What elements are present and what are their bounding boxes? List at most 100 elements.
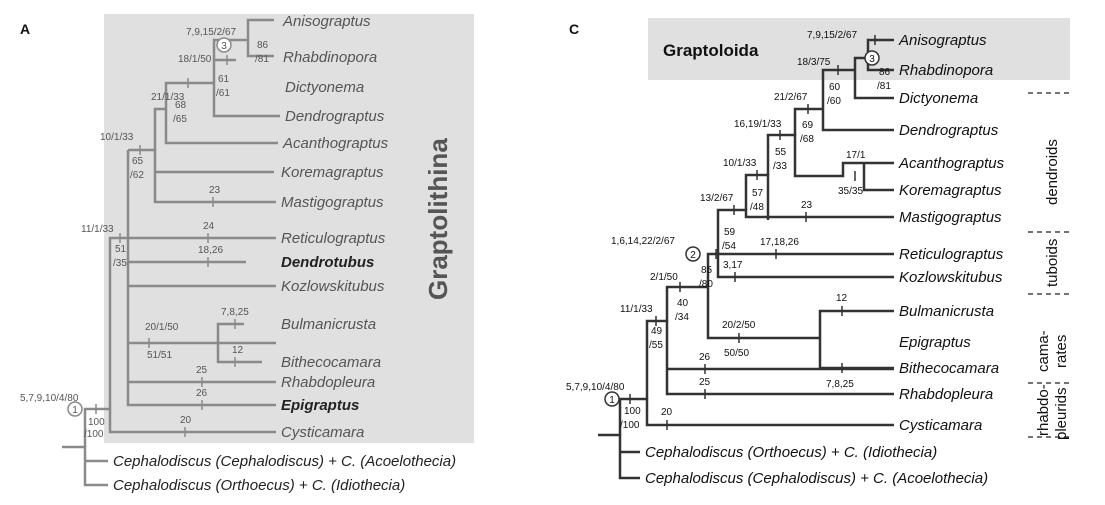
panel-c-node-3-number: 3	[869, 54, 875, 65]
taxon-label: Epigraptus	[281, 397, 359, 414]
taxon-label: Bulmanicrusta	[281, 316, 376, 333]
group-label-tuboids: tuboids	[1044, 239, 1061, 287]
support-label: 57	[752, 188, 764, 199]
panel-c-branches	[598, 38, 894, 480]
character-label: 23	[801, 200, 813, 211]
taxon-label: Mastigograptus	[281, 194, 384, 211]
taxon-label: Acanthograptus	[898, 155, 1005, 172]
panel-c-ticks	[629, 35, 876, 430]
character-label: 25	[699, 377, 711, 388]
panel-a-clade-label: Graptolithina	[423, 138, 453, 300]
panel-a-node-3-circle	[216, 37, 232, 53]
panel-a-support: 5,7,9,10/4/80 100 /100 11/1/33 51 /35 10…	[20, 27, 269, 440]
panel-c: C Graptoloida	[566, 18, 1072, 487]
taxon-label: Cephalodiscus (Orthoecus) + C. (Idiothec…	[645, 444, 937, 461]
panel-c-node-2-circle	[685, 246, 701, 262]
taxon-label: Reticulograptus	[281, 230, 386, 247]
support-label: 100	[88, 417, 105, 428]
taxon-label: Rhabdinopora	[283, 49, 377, 66]
support-label: /65	[173, 114, 187, 125]
character-label: 23	[209, 185, 221, 196]
group-label-camarates: cama-	[1035, 330, 1052, 372]
support-label: /68	[800, 134, 814, 145]
taxon-label: Dendrograptus	[899, 122, 999, 139]
support-label: 86	[879, 67, 891, 78]
taxon-label: Kozlowskitubus	[281, 278, 385, 295]
panel-c-node-2-number: 2	[690, 250, 696, 261]
support-label: 65	[132, 156, 144, 167]
support-label: /34	[675, 312, 689, 323]
taxon-label: Dendrograptus	[285, 108, 385, 125]
support-label: /62	[130, 170, 144, 181]
support-label: 21/2/67	[774, 92, 808, 103]
panel-a-branches	[62, 18, 280, 487]
character-label: 7,8,25	[221, 307, 249, 318]
panel-a: A	[20, 13, 474, 494]
support-label: 7,9,15/2/67	[807, 30, 857, 41]
taxon-label: Koremagraptus	[899, 182, 1002, 199]
support-label: 61	[218, 74, 230, 85]
support-label: 13/2/67	[700, 193, 734, 204]
taxon-label: Cysticamara	[899, 417, 982, 434]
support-label: 18/1/50	[178, 54, 212, 65]
support-label: /60	[827, 96, 841, 107]
character-label: 25	[196, 365, 208, 376]
taxon-label: Epigraptus	[899, 334, 971, 351]
panel-c-support: 5,7,9,10/4/80 100 /100 11/1/33 49 /55 2/…	[566, 30, 891, 431]
support-label: 68	[175, 100, 187, 111]
panel-c-node-1-circle	[604, 391, 620, 407]
character-label: 17,18,26	[760, 237, 799, 248]
character-label: 18,26	[198, 245, 223, 256]
support-label: /33	[773, 161, 787, 172]
group-label-dendroids: dendroids	[1044, 139, 1061, 205]
panel-c-taxa: Anisograptus Rhabdinopora Dictyonema Den…	[645, 32, 1005, 487]
support-label: 35/35	[838, 186, 863, 197]
taxon-label: Anisograptus	[898, 32, 987, 49]
support-label: 49	[651, 326, 663, 337]
panel-a-node-1-circle	[67, 401, 83, 417]
character-label: 20	[661, 407, 673, 418]
support-label: 1,6,14,22/2/67	[611, 236, 675, 247]
support-label: 21/1/33	[151, 92, 185, 103]
support-label: 85	[701, 265, 713, 276]
taxon-label: Koremagraptus	[281, 164, 384, 181]
support-label: 11/1/33	[620, 304, 653, 315]
support-label: /35	[113, 258, 127, 269]
support-label: 5,7,9,10/4/80	[20, 393, 79, 404]
panel-a-ticks	[95, 55, 236, 437]
support-label: /81	[877, 81, 891, 92]
group-label-rhabdopleurids: pleurids	[1053, 387, 1070, 440]
support-label: 5,7,9,10/4/80	[566, 382, 625, 393]
character-label: 20	[180, 415, 192, 426]
group-label-rhabdopleurids: rhabdo-	[1035, 384, 1052, 436]
character-label: 3,17	[723, 260, 743, 271]
panel-c-shading	[648, 18, 1070, 80]
support-label: 10/1/33	[723, 158, 757, 169]
taxon-label: Rhabdinopora	[899, 62, 993, 79]
taxon-label: Bulmanicrusta	[899, 303, 994, 320]
taxon-label: Reticulograptus	[899, 246, 1004, 263]
character-label: 7,8,25	[826, 379, 854, 390]
support-label: 10/1/33	[100, 132, 134, 143]
panel-c-group-labels: dendroids tuboids cama- rates rhabdo- pl…	[1035, 139, 1070, 440]
support-label: /48	[750, 202, 764, 213]
character-label: 12	[836, 293, 848, 304]
character-label: 26	[699, 352, 711, 363]
support-label: 69	[802, 120, 814, 131]
support-label: 55	[775, 147, 787, 158]
taxon-label: Cephalodiscus (Orthoecus) + C. (Idiothec…	[113, 477, 405, 494]
panel-a-taxa: Anisograptus Rhabdinopora Dictyonema Den…	[113, 13, 456, 494]
panel-c-group-dividers	[1028, 92, 1072, 438]
taxon-label: Bithecocamara	[281, 354, 381, 371]
support-label: 20/1/50	[145, 322, 179, 333]
support-label: 17/1	[846, 150, 866, 161]
taxon-label: Anisograptus	[282, 13, 371, 30]
support-label: 11/1/33	[81, 224, 114, 235]
taxon-label: Rhabdopleura	[899, 386, 993, 403]
support-label: 59	[724, 227, 736, 238]
support-label: 50/50	[724, 348, 749, 359]
taxon-label: Rhabdopleura	[281, 374, 375, 391]
support-label: 7,9,15/2/67	[186, 27, 236, 38]
support-label: /100	[84, 429, 104, 440]
